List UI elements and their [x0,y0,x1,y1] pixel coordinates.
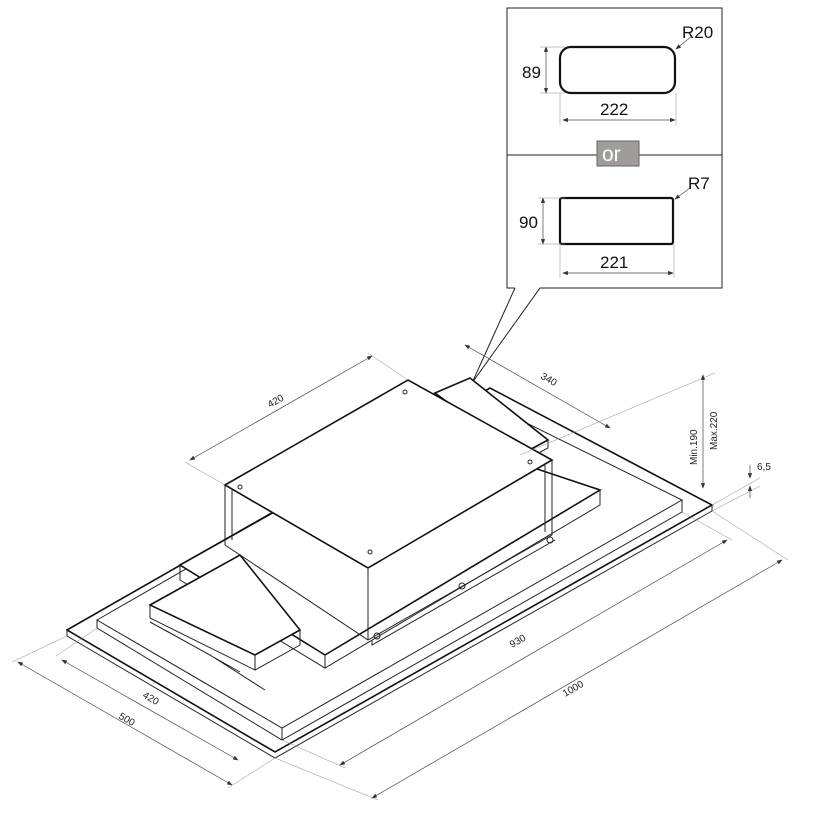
duct-outlet-inset: 89 222 R20 or 90 221 R7 [471,7,723,384]
dim-1000: 1000 [561,679,586,700]
dim-depth-420: 420 [141,690,161,708]
dim-89: 89 [522,63,541,82]
rectangular-outlet-shape [558,196,675,246]
dim-930: 930 [508,633,528,651]
dim-housing-420: 420 [266,393,286,411]
dim-min-190: Min.190 [689,429,700,465]
dim-max-220: Max.220 [709,411,720,450]
dim-thickness-6-5: 6,5 [757,462,771,473]
dim-90: 90 [519,213,538,232]
dim-depth-500: 500 [117,711,137,729]
rounded-outlet-shape [558,45,677,95]
or-badge [596,140,640,167]
or-label: or [602,143,621,166]
dim-222: 222 [600,100,628,119]
dim-221: 221 [600,253,628,272]
dim-duct-340: 340 [539,371,559,389]
dim-r7: R7 [688,174,710,193]
dim-r20: R20 [682,23,713,42]
